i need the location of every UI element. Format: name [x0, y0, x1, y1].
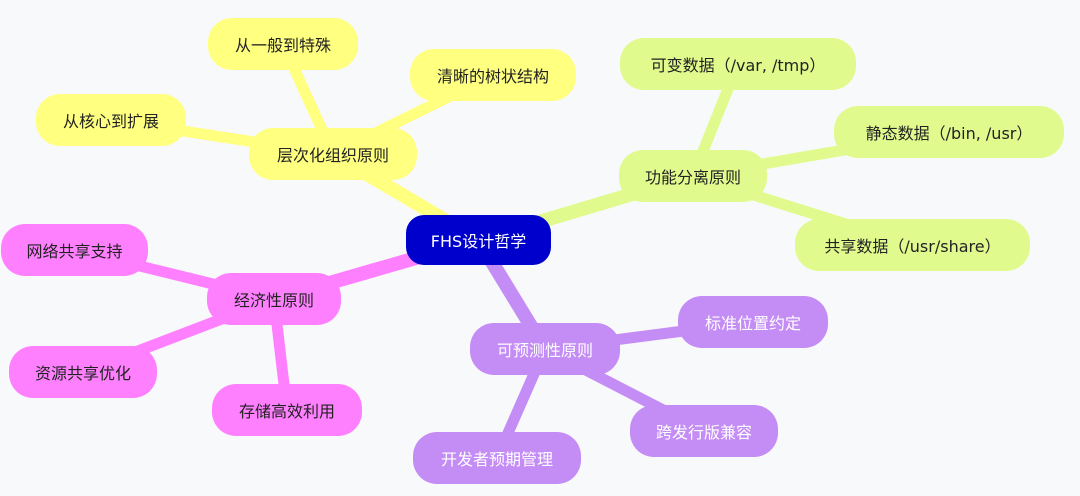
- leaf-node-clear-tree-structure[interactable]: 清晰的树状结构: [410, 49, 576, 101]
- leaf-node-network-sharing[interactable]: 网络共享支持: [1, 224, 148, 276]
- branch-node-function-separation[interactable]: 功能分离原则: [619, 150, 767, 202]
- leaf-node-resource-sharing[interactable]: 资源共享优化: [9, 346, 157, 398]
- leaf-node-standard-locations[interactable]: 标准位置约定: [678, 296, 828, 348]
- leaf-node-shared-data[interactable]: 共享数据（/usr/share）: [795, 219, 1030, 271]
- leaf-node-general-to-specific[interactable]: 从一般到特殊: [208, 18, 358, 70]
- leaf-node-developer-expectations[interactable]: 开发者预期管理: [413, 432, 581, 484]
- leaf-node-variable-data[interactable]: 可变数据（/var, /tmp）: [620, 38, 856, 90]
- leaf-node-cross-distro-compat[interactable]: 跨发行版兼容: [630, 405, 778, 457]
- leaf-node-static-data[interactable]: 静态数据（/bin, /usr）: [834, 106, 1064, 158]
- branch-node-hierarchy[interactable]: 层次化组织原则: [249, 128, 417, 180]
- leaf-node-storage-efficiency[interactable]: 存储高效利用: [212, 384, 362, 436]
- branch-node-economy[interactable]: 经济性原则: [207, 273, 341, 325]
- branch-node-predictability[interactable]: 可预测性原则: [470, 323, 620, 375]
- root-node[interactable]: FHS设计哲学: [406, 215, 551, 265]
- leaf-node-core-to-extension[interactable]: 从核心到扩展: [36, 94, 186, 146]
